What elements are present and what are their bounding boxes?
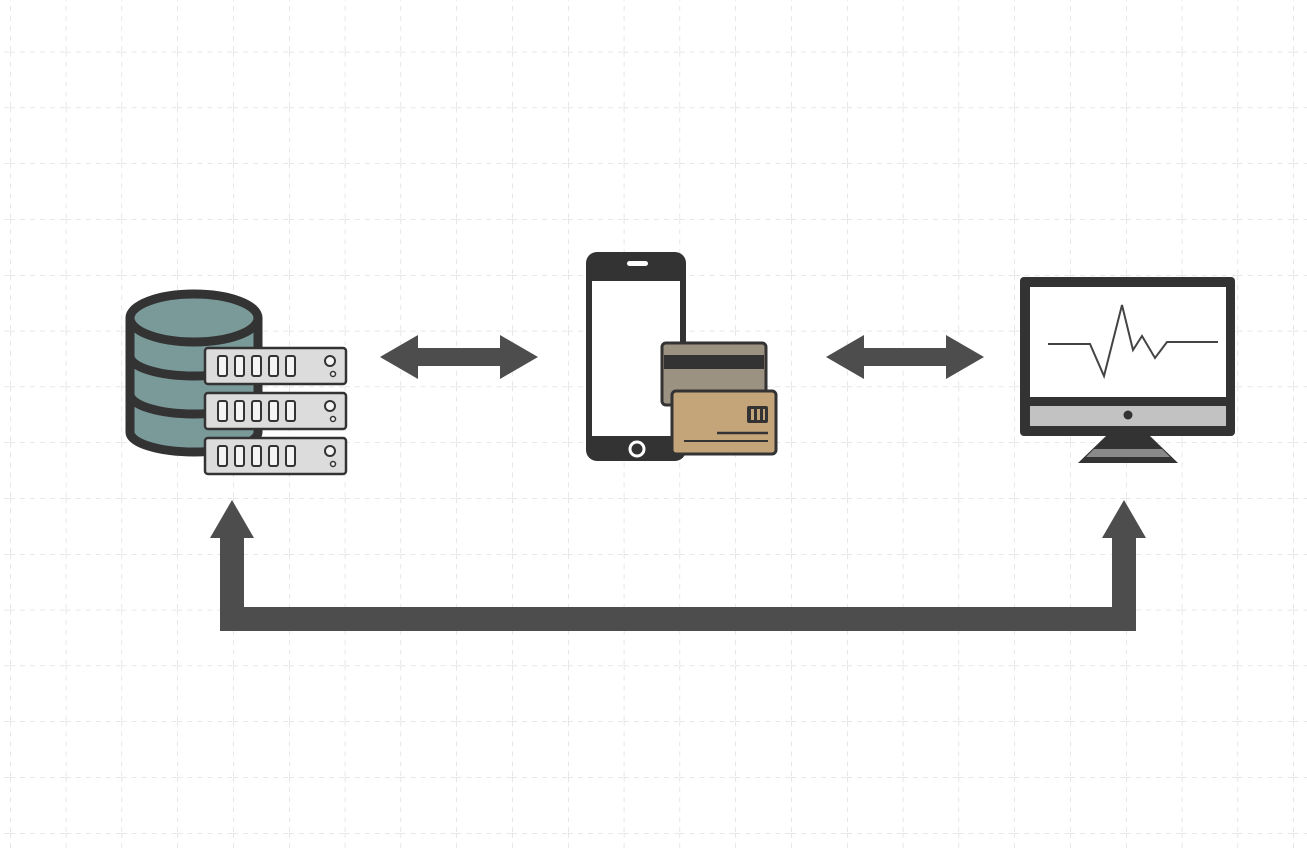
- database-server-icon: [125, 289, 348, 476]
- server-unit-1: [203, 346, 348, 386]
- double-arrow-database-to-phone: [380, 335, 538, 379]
- smartphone-with-cards-icon: [586, 252, 778, 461]
- desktop-monitor-icon: [1020, 277, 1235, 463]
- server-unit-3: [203, 436, 348, 476]
- u-shaped-arrow-database-to-monitor: [210, 500, 1146, 631]
- waveform-line: [1048, 304, 1218, 380]
- double-arrow-phone-to-monitor: [826, 335, 984, 379]
- server-unit-2: [203, 391, 348, 431]
